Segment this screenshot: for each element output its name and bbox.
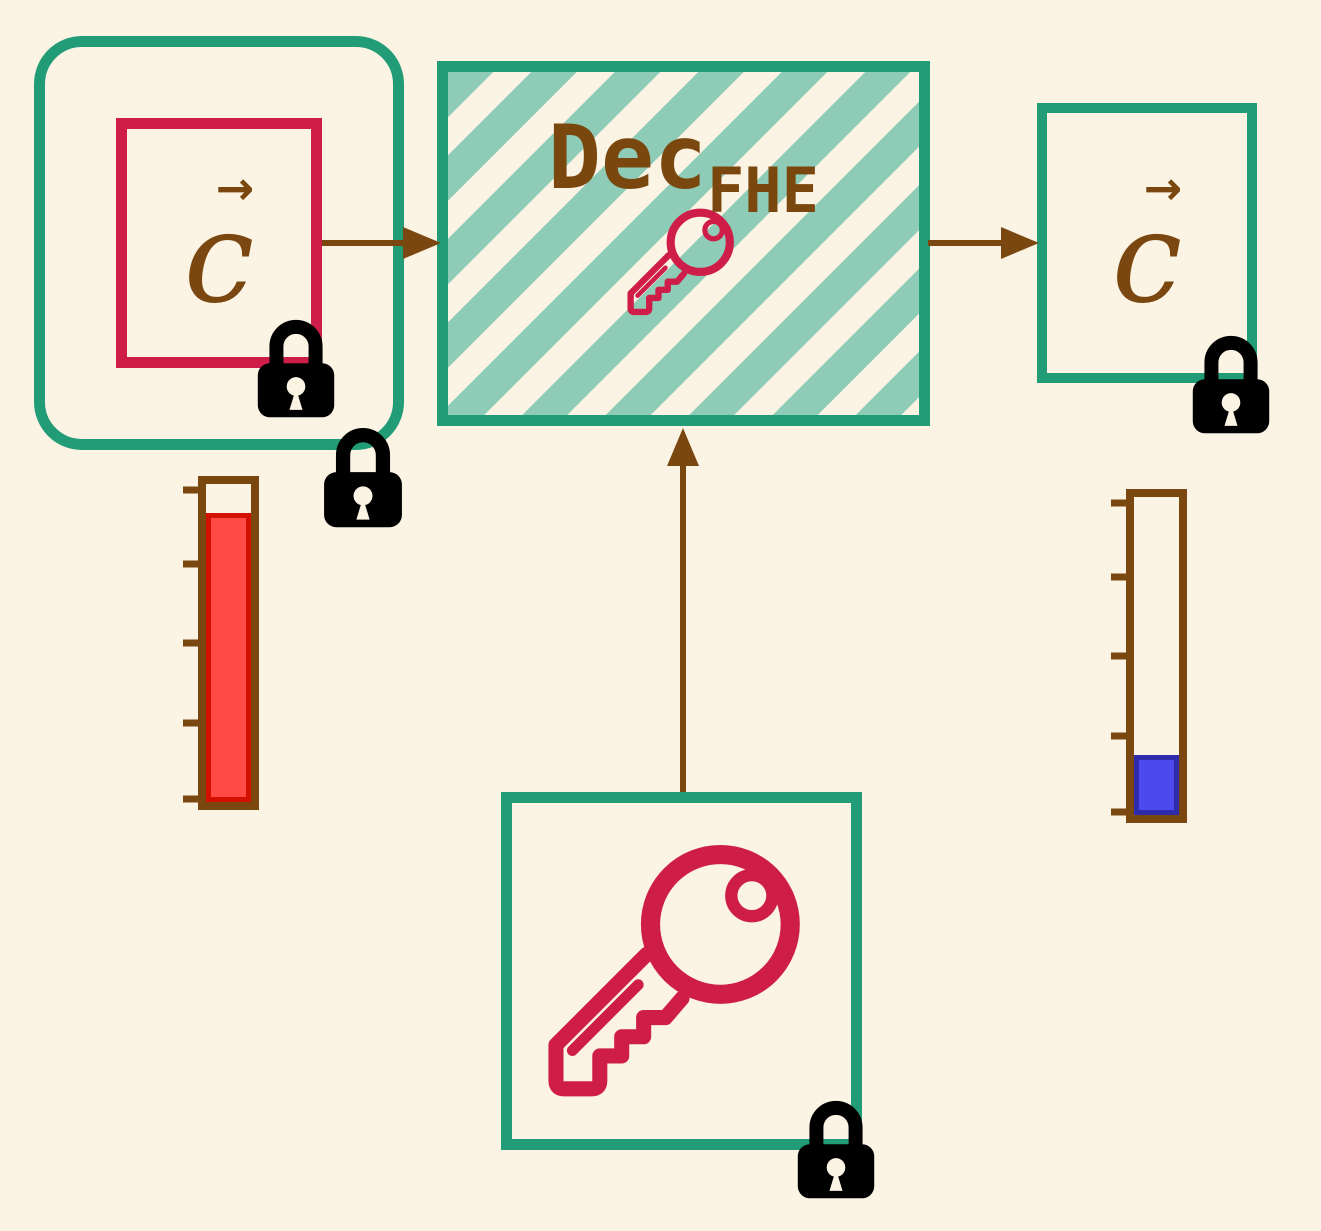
secret-key-box [501,792,862,1150]
gauge-tick [1111,808,1134,816]
padlock-icon [1192,335,1270,434]
padlock-icon [257,319,335,418]
decrypt-function-box: DecFHE [437,61,930,426]
key-icon [626,208,734,316]
noise-gauge-input [183,476,259,810]
noise-level-fill-red [206,512,251,802]
gauge-tick [1111,573,1134,580]
decrypt-name: Dec [548,106,707,209]
gauge-tick [183,719,206,726]
key-icon [547,844,800,1097]
gauge-tick [183,560,206,567]
decrypt-function-title: DecFHE [548,114,819,222]
gauge-tick [183,639,206,647]
padlock-icon [797,1100,875,1199]
ciphertext-vector-label: → c [184,165,255,321]
noise-gauge-output [1111,489,1187,823]
gauge-tick [183,795,206,803]
ciphertext-letter: c [183,184,255,331]
gauge-tick [183,486,206,494]
padlock-icon [324,428,402,528]
arrow-key-to-dec [667,428,699,792]
vector-arrow: → [1143,161,1183,215]
vector-arrow: → [215,161,255,215]
ciphertext-box: → c [116,118,322,368]
gauge-tick [1111,499,1134,507]
decrypt-subscript: FHE [706,154,819,227]
gauge-tick [1111,652,1134,660]
noise-level-fill-blue [1134,754,1179,815]
output-vector-label: → c [1112,165,1183,321]
arrow-input-to-dec [322,227,441,259]
output-letter: c [1111,184,1183,331]
output-box: → c [1037,103,1257,383]
gauge-tick [1111,732,1134,739]
arrow-dec-to-output [928,227,1039,259]
